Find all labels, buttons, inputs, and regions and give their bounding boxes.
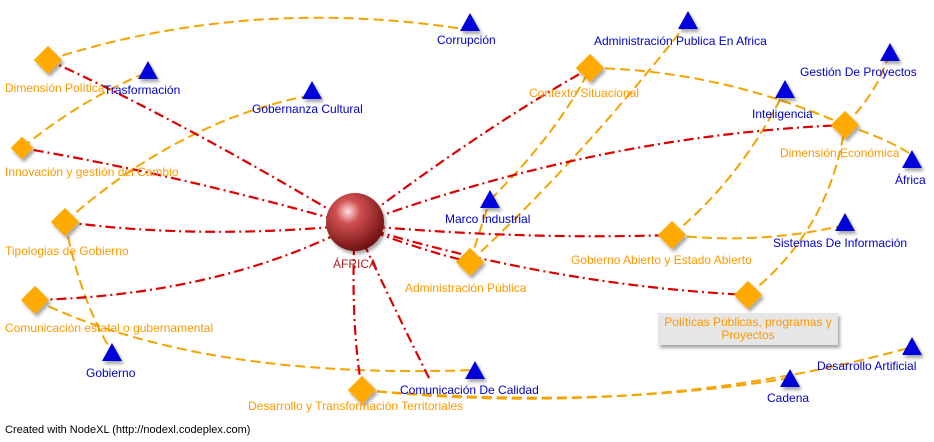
label-comunicacion-calidad: Comunicación De Calidad <box>400 383 539 397</box>
label-trasformacion: Trasformación <box>104 83 180 97</box>
label-africa: África <box>895 172 926 187</box>
node-contexto[interactable] <box>575 53 605 83</box>
label-admin-africa: Administración Publica En Africa <box>594 34 767 48</box>
edge-politicas-economica <box>747 124 846 296</box>
label-corrupcion: Corrupción <box>437 33 496 47</box>
node-gobernanza[interactable] <box>302 81 322 99</box>
node-cadena[interactable] <box>780 369 800 387</box>
edge-hub-tipologias <box>64 220 356 233</box>
edge-abierto-inteligencia <box>671 89 786 236</box>
edge-tipologias-gobierno <box>64 221 113 353</box>
label-politicas-line2: Proyectos <box>721 328 774 342</box>
edge-comunicacion-calidad <box>34 299 476 373</box>
label-marco-industrial: Marco Industrial <box>445 212 530 226</box>
label-contexto: Contexto Situacional <box>529 86 639 100</box>
blue-nodes <box>102 11 922 387</box>
edge-innovacion-trasformacion <box>21 71 149 149</box>
label-cadena: Cadena <box>767 391 809 405</box>
edge-economica-gestion <box>844 49 891 126</box>
edge-desarrollo-cadena <box>361 377 791 399</box>
node-comunicacion-calidad[interactable] <box>465 361 485 379</box>
nodexl-credit: Created with NodeXL (http://nodexl.codep… <box>5 424 251 436</box>
orange-nodes <box>10 45 860 405</box>
label-desarrollo-artificial: Desarrollo Artificial <box>817 359 916 373</box>
edge-admin-adminafrica <box>469 21 689 263</box>
node-gobierno-abierto[interactable] <box>657 220 687 250</box>
node-admin-africa[interactable] <box>678 11 698 29</box>
edge-hub-abierto <box>354 223 673 238</box>
label-innovacion: Innovación y gestión del Cambio <box>5 165 179 179</box>
label-gobierno: Gobierno <box>86 366 136 380</box>
edge-hub-innovacion <box>21 146 356 227</box>
hub-node[interactable]: ÁFRICA <box>326 193 384 271</box>
node-dimension-economica[interactable] <box>830 110 860 140</box>
node-labels: Dimensión Política Trasformación Corrupc… <box>5 33 926 413</box>
node-corrupcion[interactable] <box>460 13 480 31</box>
label-gestion-proyectos: Gestión De Proyectos <box>800 65 917 79</box>
node-tipologias[interactable] <box>50 207 80 237</box>
edge-marco-contexto <box>489 67 591 201</box>
label-inteligencia: Inteligencia <box>752 107 813 121</box>
edge-hub-economica <box>354 123 846 227</box>
node-gestion-proyectos[interactable] <box>880 43 900 61</box>
hub-label: ÁFRICA <box>333 256 377 271</box>
hub-sphere <box>326 193 384 251</box>
edge-abierto-sistemas <box>671 224 846 240</box>
politicas-label-box <box>658 313 838 345</box>
label-desarrollo: Desarrollo y Transformación Territoriale… <box>248 399 463 413</box>
node-sistemas[interactable] <box>835 213 855 231</box>
edge-politica-corrupcion <box>47 16 471 61</box>
label-sistemas: Sistemas De Información <box>773 236 907 250</box>
label-comunicacion-estatal: Comunicación estatal o gubernamental <box>5 321 213 335</box>
node-marco-industrial[interactable] <box>480 190 500 208</box>
edge-hub-politica <box>47 58 356 226</box>
node-desarrollo-artificial[interactable] <box>902 337 922 355</box>
label-admin-publica: Administración Pública <box>405 281 527 295</box>
node-trasformacion[interactable] <box>138 61 158 79</box>
label-gobernanza: Gobernanza Cultural <box>252 102 363 116</box>
node-comunicacion-estatal[interactable] <box>20 285 50 315</box>
node-dimension-politica[interactable] <box>33 45 63 75</box>
node-desarrollo[interactable] <box>347 375 377 405</box>
node-gobierno[interactable] <box>102 343 122 361</box>
edge-contexto-economica <box>589 67 846 126</box>
edge-desarrollo-artificial <box>361 346 913 400</box>
label-gobierno-abierto: Gobierno Abierto y Estado Abierto <box>571 253 752 267</box>
label-dimension-economica: Dimensión Económica <box>780 146 900 160</box>
node-africa[interactable] <box>902 150 922 168</box>
node-admin-publica[interactable] <box>455 247 485 277</box>
node-inteligencia[interactable] <box>775 80 795 98</box>
edge-tipologias-gobernanza <box>64 94 313 223</box>
label-tipologias: Tipologias de Gobierno <box>5 244 129 258</box>
edge-hub-contexto <box>354 67 591 226</box>
edge-hub-politicas <box>354 223 749 297</box>
label-politicas-line1: Políticas Públicas, programas y <box>664 315 831 329</box>
node-politicas[interactable] <box>733 280 763 310</box>
edge-hub-comunicacion <box>34 224 356 302</box>
label-dimension-politica: Dimensión Política <box>5 81 105 95</box>
node-innovacion[interactable] <box>10 136 34 160</box>
